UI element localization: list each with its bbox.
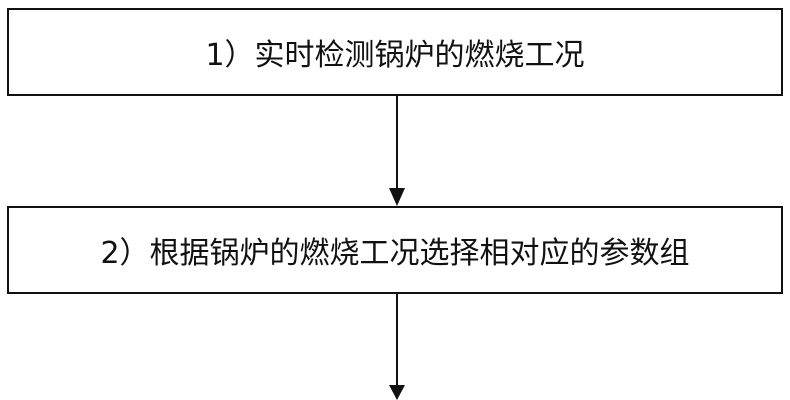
- step-2-box: 2）根据锅炉的燃烧工况选择相对应的参数组: [7, 206, 783, 294]
- step-1-box: 1）实时检测锅炉的燃烧工况: [7, 8, 783, 96]
- arrow-2-to-next: [389, 294, 405, 400]
- arrow-1-to-2: [389, 96, 405, 206]
- step-1-label: 1）实时检测锅炉的燃烧工况: [205, 38, 585, 73]
- step-2-label: 2）根据锅炉的燃烧工况选择相对应的参数组: [100, 236, 690, 271]
